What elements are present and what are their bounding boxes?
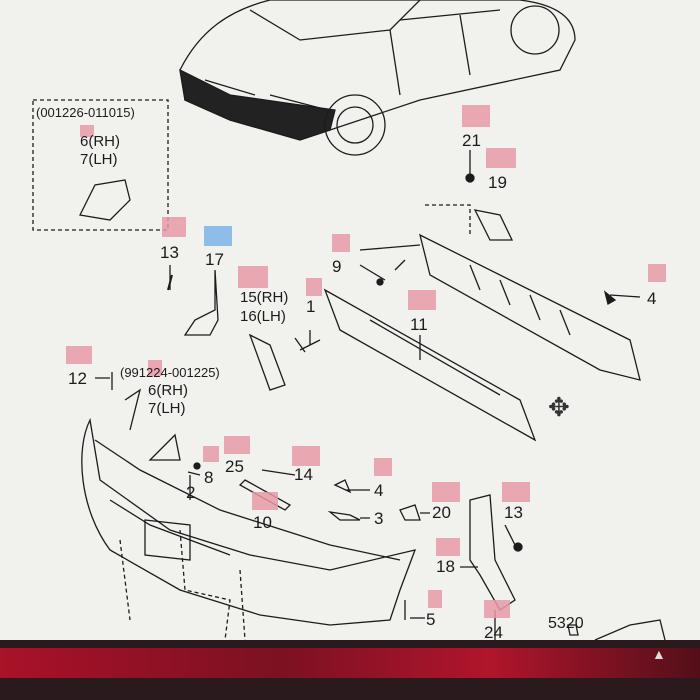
part-label-24: 24	[484, 623, 503, 640]
highlight-marker	[162, 217, 186, 237]
highlight-marker	[436, 538, 460, 556]
highlight-marker	[502, 482, 530, 502]
highlight-marker	[292, 446, 320, 466]
screen-reflection	[0, 648, 700, 678]
variant-range-label-a: (001226-011015)	[36, 105, 135, 120]
highlight-marker	[486, 148, 516, 168]
highlight-marker	[66, 346, 92, 364]
license-plate-area	[144, 519, 191, 561]
part-label-3: 3	[374, 509, 384, 528]
monitor-bezel: ▲	[0, 640, 700, 700]
clip-19	[473, 209, 514, 241]
part-label-13: 13	[160, 243, 179, 262]
highlight-marker	[432, 482, 460, 502]
highlight-marker	[484, 600, 510, 618]
bracket-rh-lh-b	[124, 388, 142, 431]
car-front-bumper	[179, 68, 336, 141]
highlight-marker	[428, 590, 442, 608]
part-label-6-rh: 6(RH)	[80, 133, 120, 150]
part-label-25: 25	[225, 457, 244, 476]
highlight-marker-blue	[204, 226, 232, 246]
part-label-10: 10	[253, 513, 272, 532]
car-front-wheel	[324, 94, 386, 156]
car-windshield	[249, 0, 421, 41]
bumper-exploded-diagram	[32, 0, 666, 640]
part-label-15-rh: 15(RH)	[240, 289, 289, 306]
part-label-11: 11	[410, 315, 428, 334]
highlight-marker	[224, 436, 250, 454]
highlight-marker	[648, 264, 666, 282]
part-label-13-b: 13	[504, 503, 523, 522]
bumper-reinforcement	[419, 233, 641, 381]
part-label-5320: 5320	[548, 615, 584, 632]
taskbar-arrow-icon[interactable]: ▲	[652, 646, 666, 662]
part-label-20: 20	[432, 503, 451, 522]
bracket-15-16	[248, 333, 286, 391]
part-label-7-lh: 7(LH)	[80, 151, 118, 168]
part-label-2: 2	[186, 483, 196, 502]
highlight-marker	[148, 360, 162, 376]
highlight-marker	[374, 458, 392, 476]
bracket-rh-lh-a	[79, 179, 131, 221]
part-label-12: 12	[68, 369, 87, 388]
part-label-17: 17	[205, 250, 224, 269]
part-label-18: 18	[436, 557, 455, 576]
part-label-6-rh-b: 6(RH)	[148, 382, 188, 399]
move-cursor-icon: ✥	[548, 392, 570, 422]
part-label-1: 1	[306, 297, 316, 316]
part-label-7-lh-b: 7(LH)	[148, 400, 186, 417]
highlight-marker	[80, 125, 94, 137]
part-label-4: 4	[647, 289, 657, 308]
bumper-cover	[81, 417, 417, 626]
bracket-17	[183, 269, 219, 336]
part-label-8: 8	[204, 468, 214, 487]
variant-range-label-b: (991224-001225)	[120, 365, 220, 380]
car-body-outline	[179, 0, 576, 141]
part-label-16-lh: 16(LH)	[240, 308, 286, 325]
variant-box-a	[32, 99, 169, 231]
highlight-marker	[462, 105, 490, 127]
part-label-5: 5	[426, 610, 436, 629]
highlight-marker	[203, 446, 219, 462]
car-rear-wheel	[510, 5, 560, 55]
part-label-4-b: 4	[374, 481, 384, 500]
highlight-marker	[332, 234, 350, 252]
highlight-marker	[238, 266, 268, 288]
highlight-marker	[408, 290, 436, 310]
part-label-19: 19	[488, 173, 507, 192]
fender-piece	[594, 619, 666, 640]
parts-diagram-view: (001226-011015) 6(RH) 7(LH) 13 17 21 19 …	[0, 0, 700, 640]
energy-absorber	[323, 288, 537, 442]
highlight-marker	[306, 278, 322, 296]
part-label-14: 14	[294, 465, 313, 484]
part-label-21: 21	[462, 131, 481, 150]
part-label-9: 9	[332, 257, 342, 276]
highlight-marker	[252, 492, 278, 510]
